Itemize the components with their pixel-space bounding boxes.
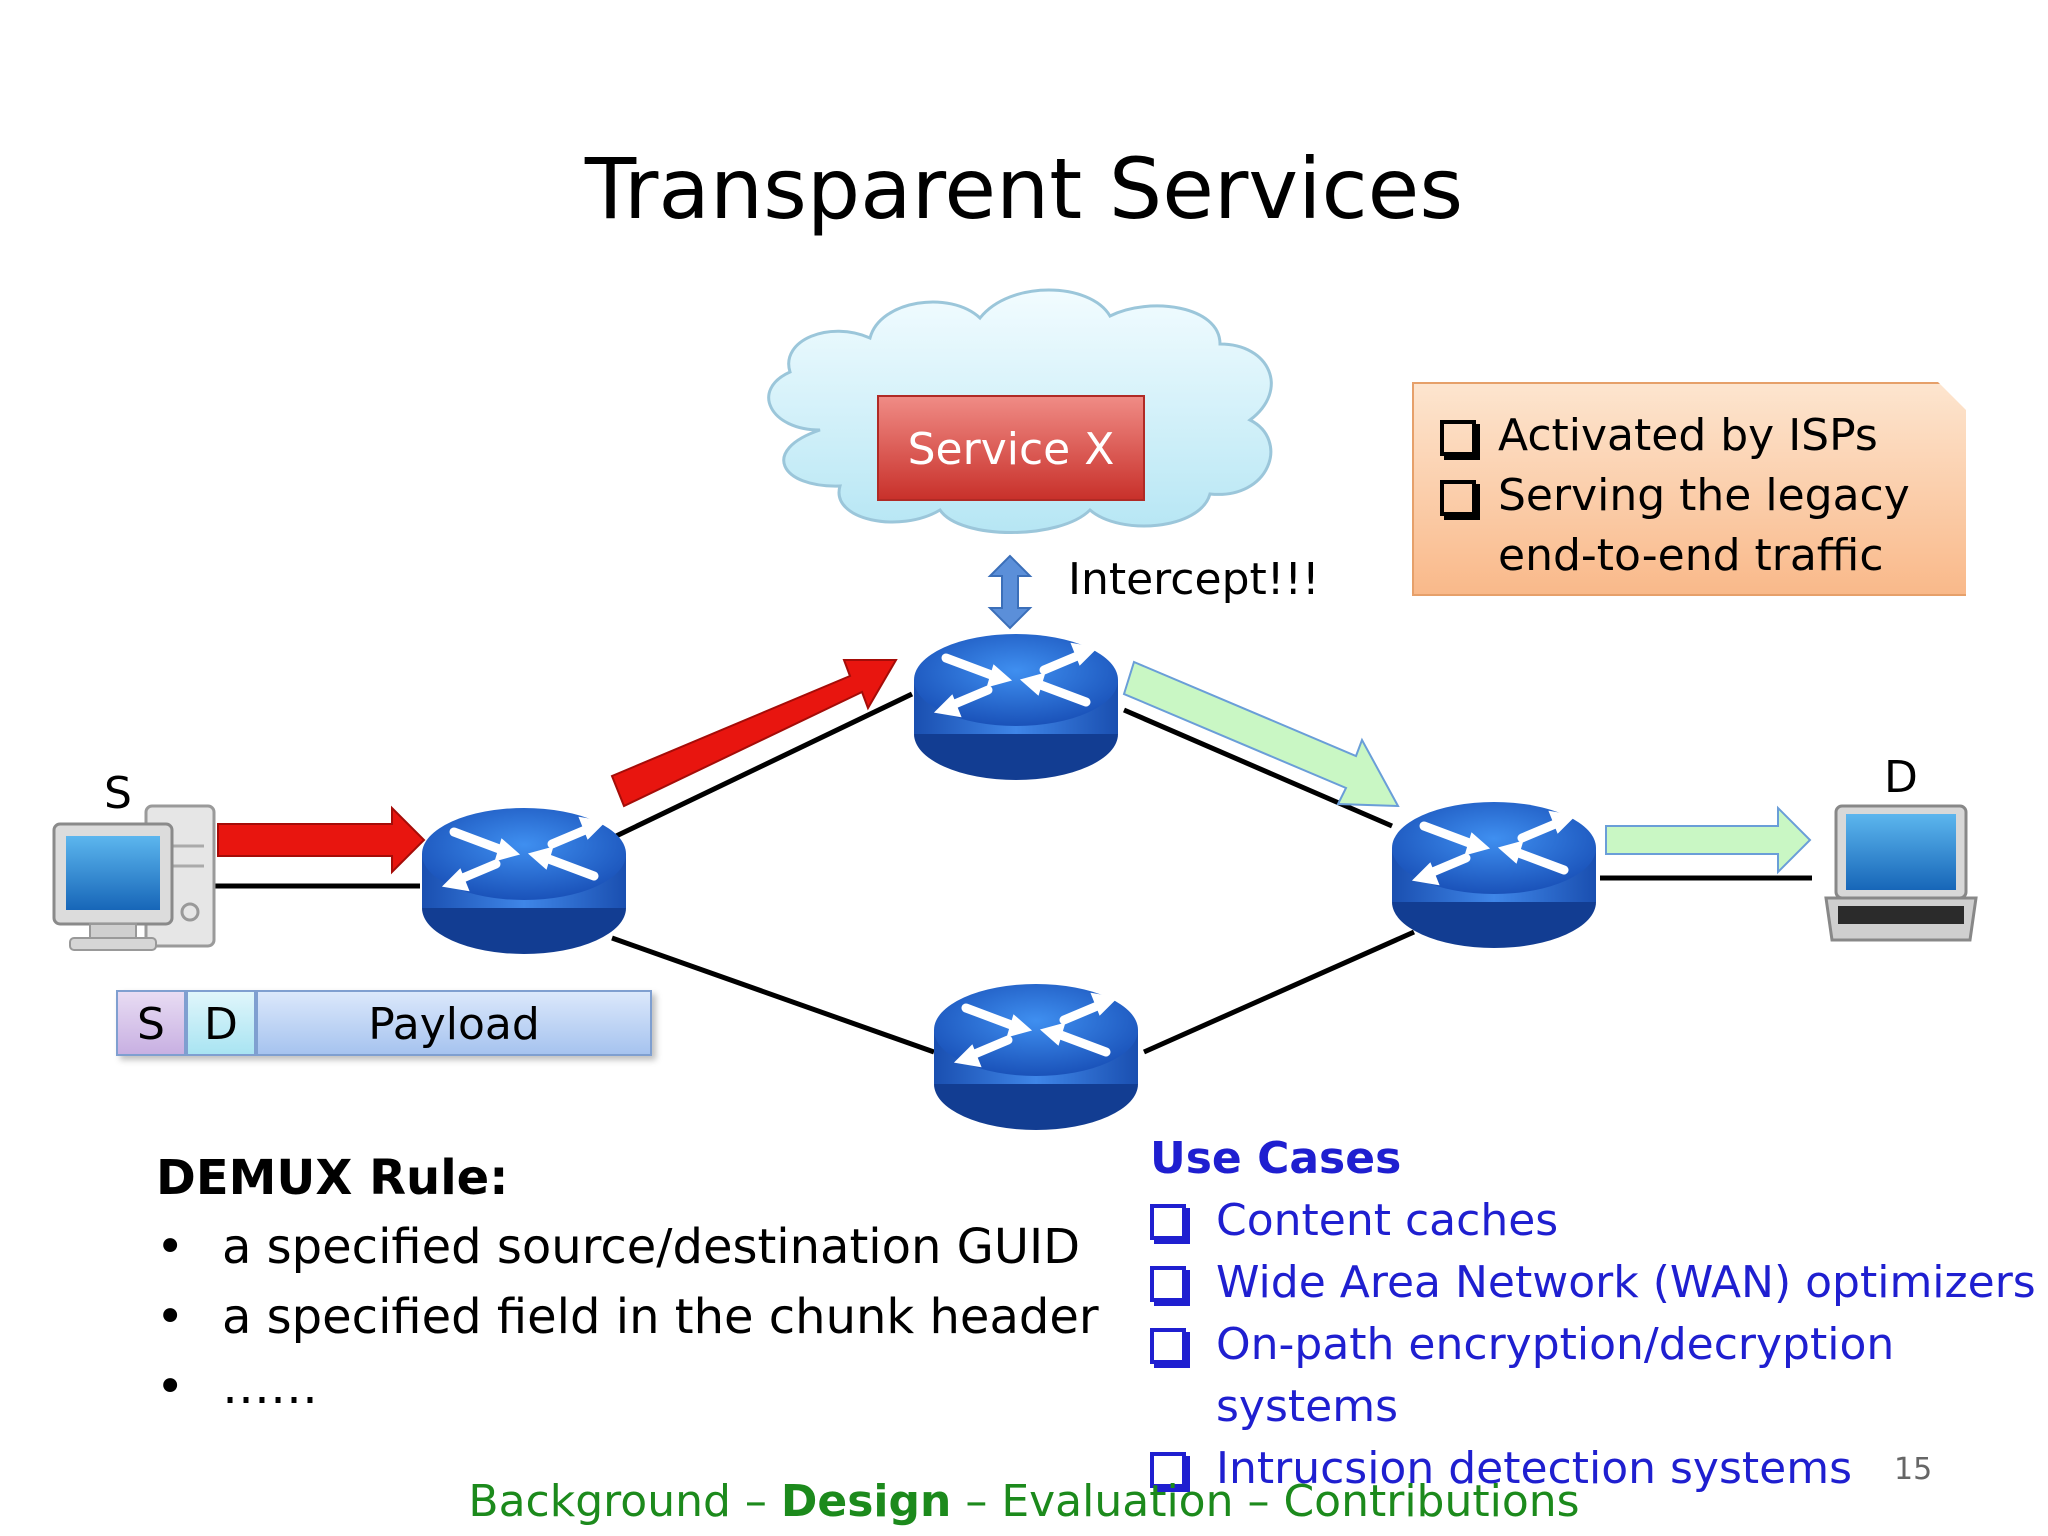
demux-item: a specified field in the chunk header bbox=[156, 1282, 1099, 1352]
checkbox-icon bbox=[1150, 1266, 1186, 1302]
demux-heading: DEMUX Rule: bbox=[156, 1150, 509, 1206]
callout-item: Serving the legacy end-to-end traffic bbox=[1440, 466, 1966, 586]
router-icon[interactable] bbox=[422, 808, 626, 954]
packet-destination-field: D bbox=[186, 990, 256, 1056]
intercept-arrow-icon bbox=[987, 554, 1033, 630]
use-case-item: Wide Area Network (WAN) optimizers bbox=[1150, 1252, 2048, 1314]
network-links bbox=[214, 691, 1812, 1055]
desktop-computer-icon[interactable] bbox=[52, 804, 216, 951]
checkbox-icon bbox=[1150, 1452, 1186, 1488]
page-number: 15 bbox=[1894, 1452, 1933, 1487]
packet-payload-field: Payload bbox=[256, 990, 652, 1056]
service-box[interactable]: Service X bbox=[877, 395, 1145, 501]
packet-header: S D Payload bbox=[116, 990, 652, 1056]
callout-note: Activated by ISPs Serving the legacy end… bbox=[1412, 382, 1966, 596]
demux-item: a specified source/destination GUID bbox=[156, 1212, 1099, 1282]
demux-rule: DEMUX Rule: a specified source/destinati… bbox=[156, 1148, 1099, 1422]
service-label: Service X bbox=[908, 424, 1115, 475]
router-icon[interactable] bbox=[934, 984, 1138, 1130]
demux-item: …… bbox=[156, 1352, 1099, 1422]
checkbox-icon bbox=[1150, 1328, 1186, 1364]
red-flow-arrows bbox=[217, 659, 898, 875]
laptop-icon[interactable] bbox=[1824, 804, 1978, 942]
checkbox-icon bbox=[1150, 1204, 1186, 1240]
checkbox-icon bbox=[1440, 420, 1476, 456]
green-flow-arrows bbox=[1122, 660, 1812, 875]
callout-item: Activated by ISPs bbox=[1440, 406, 1966, 466]
footer-navigation: Background – Design – Evaluation – Contr… bbox=[0, 1476, 2048, 1527]
use-cases: Use Cases Content caches Wide Area Netwo… bbox=[1150, 1128, 2048, 1500]
footer-part: – Evaluation – Contributions bbox=[951, 1476, 1580, 1527]
use-case-item: On-path encryption/decryption systems bbox=[1150, 1314, 2048, 1438]
footer-part: Background – bbox=[468, 1476, 781, 1527]
use-case-item: Intrucsion detection systems bbox=[1150, 1438, 2048, 1500]
intercept-label: Intercept!!! bbox=[1068, 554, 1320, 605]
footer-current-section: Design bbox=[780, 1476, 952, 1527]
slide-title: Transparent Services bbox=[584, 140, 1464, 238]
use-cases-heading: Use Cases bbox=[1150, 1133, 1402, 1184]
checkbox-icon bbox=[1440, 480, 1476, 516]
source-label: S bbox=[104, 768, 132, 819]
destination-label: D bbox=[1884, 752, 1918, 803]
packet-source-field: S bbox=[116, 990, 186, 1056]
use-case-item: Content caches bbox=[1150, 1190, 2048, 1252]
router-icon[interactable] bbox=[1392, 802, 1596, 948]
router-icon[interactable] bbox=[914, 634, 1118, 780]
